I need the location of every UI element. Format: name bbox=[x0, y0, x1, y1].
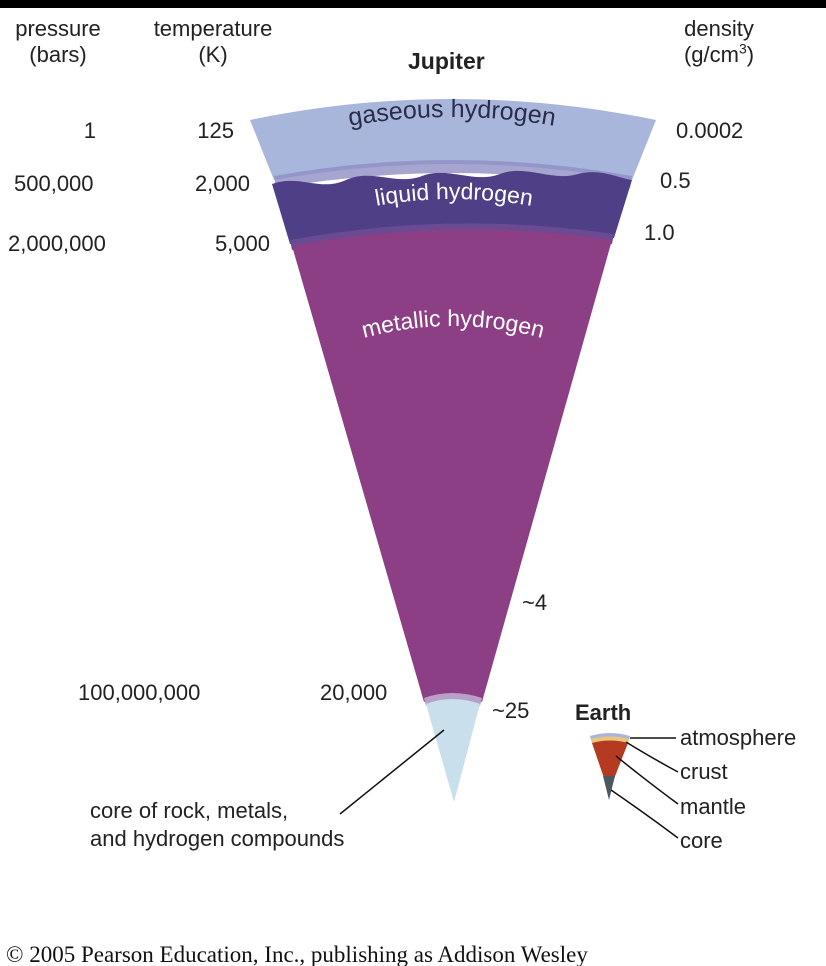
temperature-value-core: 20,000 bbox=[320, 680, 388, 705]
density-header-line1: density bbox=[684, 16, 754, 41]
earth-mantle-layer bbox=[592, 740, 628, 784]
earth-atmosphere-label: atmosphere bbox=[680, 725, 797, 750]
density-value-3: 1.0 bbox=[644, 220, 675, 245]
earth-title: Earth bbox=[575, 700, 632, 725]
pressure-value-1: 1 bbox=[83, 118, 96, 143]
temperature-header-line1: temperature bbox=[153, 16, 273, 41]
density-header-line2: (g/cm3) bbox=[660, 42, 778, 68]
density-value-1: 0.0002 bbox=[676, 118, 744, 143]
gaseous-hydrogen-layer bbox=[250, 99, 656, 180]
temperature-header: temperature (K) bbox=[136, 16, 290, 68]
earth-wedge bbox=[590, 733, 679, 839]
density-unit-suffix: ) bbox=[746, 42, 755, 67]
pressure-header: pressure (bars) bbox=[4, 16, 112, 68]
copyright-credit: © 2005 Pearson Education, Inc., publishi… bbox=[6, 942, 588, 966]
density-value-inner: ~4 bbox=[522, 590, 548, 615]
gas-liquid-transition bbox=[274, 160, 632, 188]
liquid-hydrogen-layer bbox=[272, 170, 632, 244]
crust-leader-line bbox=[625, 741, 679, 773]
core-earth-leader-line bbox=[610, 789, 679, 839]
density-unit-prefix: (g/cm bbox=[683, 42, 739, 67]
density-unit-exponent: 3 bbox=[738, 40, 747, 57]
earth-crust-label: crust bbox=[680, 759, 728, 784]
pressure-header-line2: (bars) bbox=[29, 42, 87, 67]
density-value-2: 0.5 bbox=[660, 168, 691, 193]
jupiter-core bbox=[426, 699, 480, 802]
earth-core-layer bbox=[603, 776, 615, 800]
mantle-leader-line bbox=[615, 755, 679, 805]
core-label-line2: and hydrogen compounds bbox=[90, 826, 345, 851]
earth-mantle-label: mantle bbox=[680, 794, 747, 819]
core-leader-line bbox=[339, 729, 445, 815]
pressure-header-line1: pressure bbox=[15, 16, 101, 41]
liquid-metallic-boundary bbox=[290, 223, 614, 250]
density-header: density (g/cm3) bbox=[660, 16, 778, 68]
temperature-value-2: 2,000 bbox=[194, 171, 250, 196]
pressure-value-core: 100,000,000 bbox=[78, 680, 201, 705]
pressure-value-2: 500,000 bbox=[14, 171, 94, 196]
temperature-value-3: 5,000 bbox=[214, 231, 270, 256]
jupiter-interior-wedge: gaseous hydrogen liquid hydrogen metalli… bbox=[250, 95, 679, 839]
density-value-core: ~25 bbox=[492, 698, 530, 723]
jupiter-title: Jupiter bbox=[408, 48, 485, 74]
temperature-value-1: 125 bbox=[197, 118, 234, 143]
metallic-hydrogen-layer bbox=[292, 229, 612, 703]
earth-core-label: core bbox=[680, 828, 723, 853]
temperature-header-line2: (K) bbox=[198, 42, 228, 67]
core-label-line1: core of rock, metals, bbox=[90, 798, 289, 823]
pressure-value-3: 2,000,000 bbox=[8, 231, 106, 256]
